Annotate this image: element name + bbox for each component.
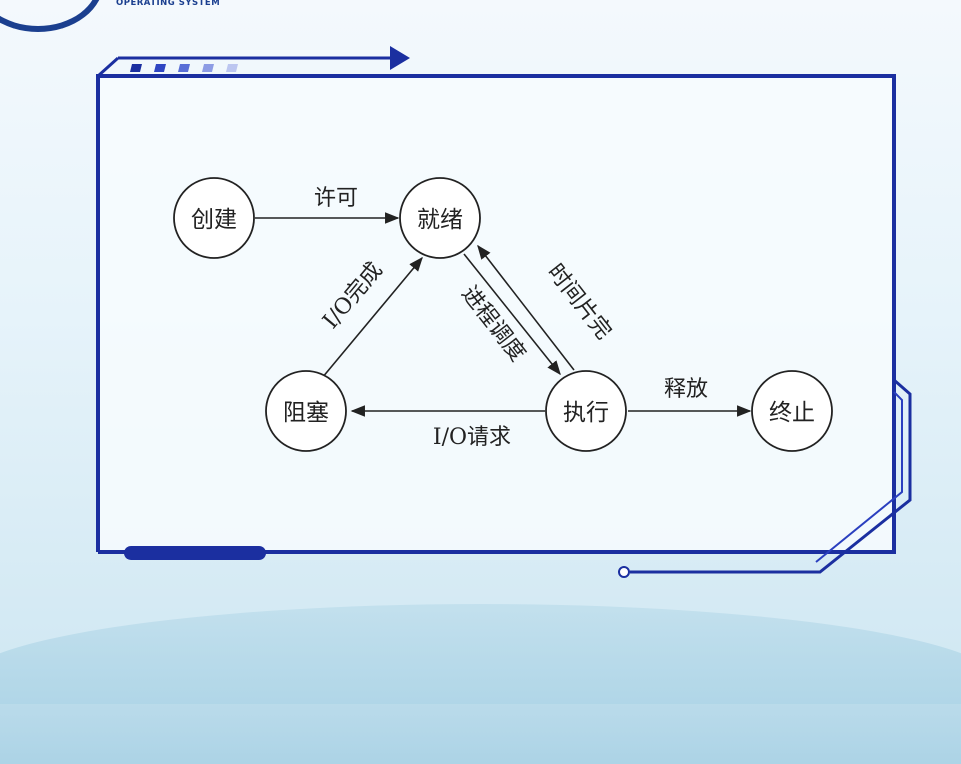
slide-frame — [96, 46, 912, 578]
node-ready-label: 就绪 — [417, 207, 463, 233]
edge-label-permit: 许可 — [314, 186, 358, 211]
slide-canvas: 创建 就绪 阻塞 执行 终止 许可 I/O完成 进程调度 时间片完 I/O请求 … — [96, 46, 912, 578]
node-create-label: 创建 — [191, 207, 237, 233]
node-blocked-label: 阻塞 — [283, 400, 329, 426]
edge-label-release: 释放 — [664, 377, 708, 402]
frame-dash-marks — [130, 64, 238, 72]
logo-text: OPERATING SYSTEM — [116, 0, 221, 8]
node-ready: 就绪 — [399, 177, 481, 259]
frame-arrow-icon — [390, 46, 410, 70]
circuit-node-icon — [618, 566, 630, 578]
node-terminated: 终止 — [751, 370, 833, 452]
node-running-label: 执行 — [563, 400, 609, 426]
node-running: 执行 — [545, 370, 627, 452]
node-create: 创建 — [173, 177, 255, 259]
node-blocked: 阻塞 — [265, 370, 347, 452]
edge-ready-running — [463, 253, 561, 376]
edges — [255, 212, 752, 417]
edge-blocked-ready — [321, 256, 423, 379]
edge-running-ready — [477, 244, 575, 371]
node-terminated-label: 终止 — [769, 400, 815, 426]
edge-label-io-request: I/O请求 — [433, 425, 511, 450]
